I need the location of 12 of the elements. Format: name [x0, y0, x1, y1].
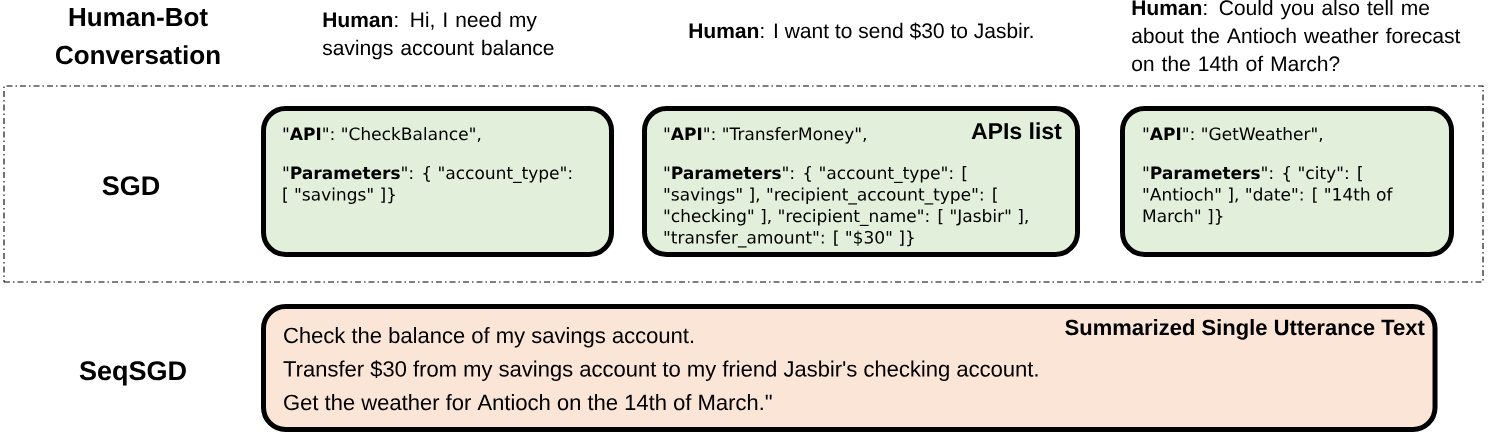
utterance-text: Human: Hi, I need my savings account balance	[322, 11, 554, 60]
box-heading: Summarized Single Utterance Text	[1065, 319, 1425, 340]
utterance-text: Human: I want to send $30 to Jasbir.	[689, 22, 1033, 40]
api-box: "API": "CheckBalance", "Parameters": { "account_type": [ "savings" ]}	[261, 106, 614, 257]
dashed-band	[3, 85, 1484, 283]
summary-box: Check the balance of my savings account. Transfer $30 from my savings account to my friend Jasbir's checking account. Get the weather for Antioch on the 14th of March." Summarized Single Utterance Text	[261, 304, 1438, 432]
row-label: SGD	[102, 176, 160, 196]
utterance-text: Human: Could you also tell me about the Antioch weather forecast on the 14th of March?	[1132, 0, 1461, 72]
row-heading: Human-Bot Conversation	[56, 8, 220, 65]
api-box: "API": "GetWeather", "Parameters": { "city": [ "Antioch" ], "date": [ "14th of March" ]}	[1120, 106, 1454, 257]
row-label: SeqSGD	[79, 361, 186, 386]
list-heading: APIs list	[971, 122, 1062, 140]
